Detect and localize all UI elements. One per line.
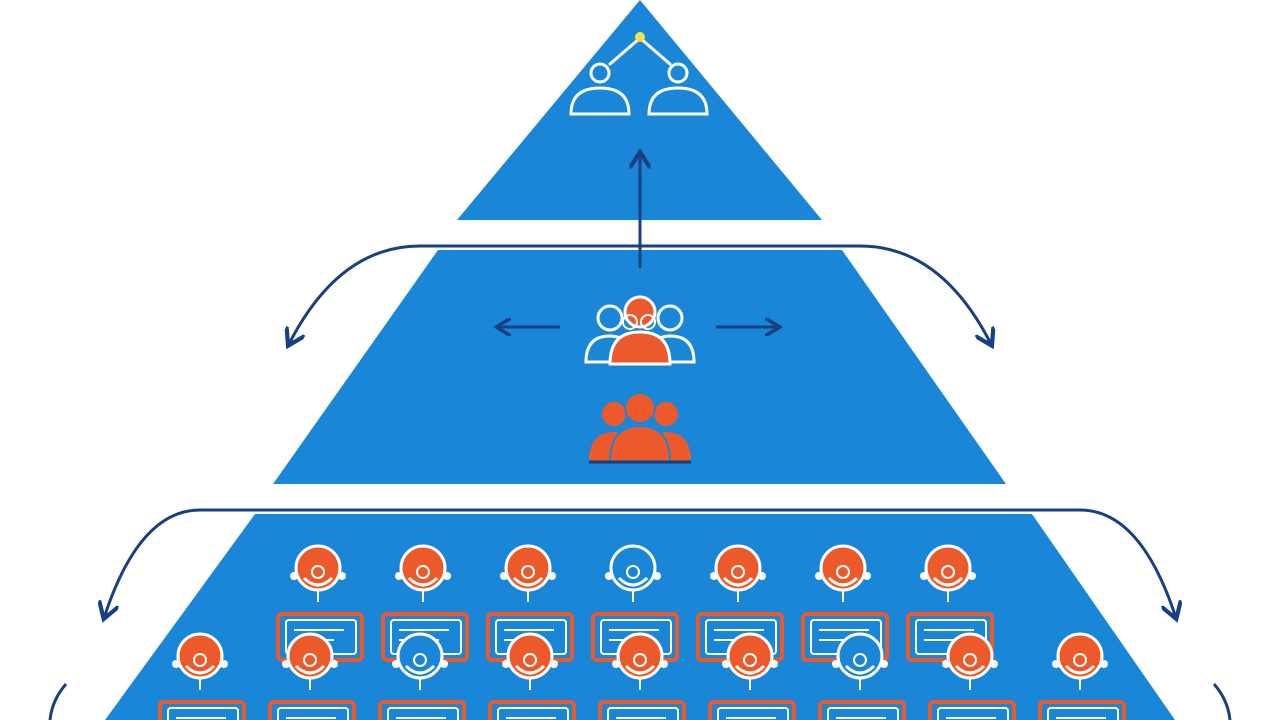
worker-at-desk-icon <box>1038 632 1126 720</box>
curved-arrow-middle-right <box>640 244 990 342</box>
curved-arrow-bottom-right <box>640 508 1175 615</box>
worker-at-desk-icon <box>488 632 576 720</box>
worker-at-desk-icon <box>268 632 356 720</box>
edge-arrow-left <box>48 683 68 720</box>
two-person-link-icon <box>569 32 709 116</box>
pyramid-tier-bottom <box>105 514 1175 720</box>
team-meeting-icon <box>584 295 696 366</box>
group-icon <box>589 392 691 464</box>
worker-at-desk-icon <box>158 632 246 720</box>
worker-at-desk-icon <box>928 632 1016 720</box>
edge-arrow-right <box>1212 683 1232 720</box>
worker-at-desk-icon <box>598 632 686 720</box>
worker-at-desk-icon <box>708 632 796 720</box>
pyramid-tier-top <box>457 0 822 220</box>
worker-at-desk-icon <box>818 632 906 720</box>
worker-at-desk-icon <box>378 632 466 720</box>
curved-arrow-bottom-left <box>105 508 640 615</box>
worker-grid <box>158 544 1126 720</box>
pyramid-tier-middle <box>273 250 1006 484</box>
curved-arrow-middle <box>290 244 640 342</box>
